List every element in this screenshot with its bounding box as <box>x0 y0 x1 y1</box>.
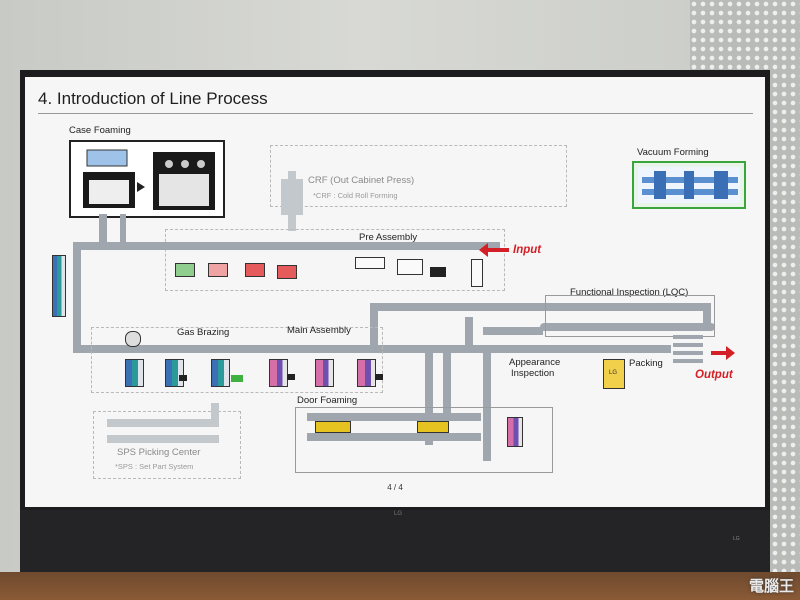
packing-label: Packing <box>629 358 663 369</box>
pre-assembly-area <box>165 229 505 291</box>
packing-box-brand: LG <box>609 370 618 376</box>
crf-press <box>281 179 303 215</box>
output-arrow-icon <box>711 346 735 360</box>
brazing-station-1 <box>125 359 144 387</box>
assembly-part-a <box>287 374 295 380</box>
tv-brand-logo: LG <box>394 511 403 517</box>
output-lane-1 <box>673 335 703 339</box>
sps-label: SPS Picking Center <box>117 447 201 458</box>
appearance-label-1: Appearance <box>509 357 561 368</box>
sps-area <box>93 411 241 479</box>
robot-icon <box>125 331 141 347</box>
sps-belt-2 <box>107 435 219 443</box>
lqc-return-belt <box>703 303 711 331</box>
case-drop-belt <box>99 214 107 244</box>
assembly-part-b <box>375 374 383 380</box>
appearance-side-belt <box>443 353 451 413</box>
output-lane-3 <box>673 351 703 355</box>
door-foaming-area <box>295 407 553 473</box>
assembly-station-2 <box>315 359 334 387</box>
sps-belt-1 <box>107 419 219 427</box>
case-foaming-box <box>69 140 225 218</box>
brazing-part-a <box>179 375 187 381</box>
case-foaming-label: Case Foaming <box>69 125 131 136</box>
wood-floor <box>0 572 800 600</box>
crf-label: CRF (Out Cabinet Press) <box>308 175 415 186</box>
top-connector-belt <box>73 242 168 250</box>
brazing-part-b <box>231 375 243 382</box>
door-foaming-top-belt <box>307 413 481 421</box>
slide-screen: 4. Introduction of Line Process Case Foa… <box>25 77 765 507</box>
sps-feed-belt <box>211 403 219 427</box>
part-2 <box>208 263 228 277</box>
watermark-logo: 電腦王 <box>748 578 794 595</box>
output-label: Output <box>695 369 733 381</box>
packing-belt <box>491 345 671 353</box>
vacuum-forming-box <box>632 161 746 209</box>
door-foaming-label: Door Foaming <box>297 395 358 406</box>
brazing-assembly-area <box>91 327 383 393</box>
lqc-lower-belt <box>540 323 715 331</box>
part-5 <box>355 257 385 269</box>
gas-brazing-label: Gas Brazing <box>177 327 230 338</box>
part-8 <box>471 259 483 287</box>
part-3 <box>245 263 265 277</box>
output-lane-4 <box>673 359 703 363</box>
part-4 <box>277 265 297 279</box>
main-assembly-label: Main Assembly <box>287 325 351 336</box>
left-vertical-belt <box>73 242 81 352</box>
assembly-station-1 <box>269 359 288 387</box>
brazing-station-2 <box>165 359 184 387</box>
main-assembly-belt <box>73 345 493 353</box>
crf-note: *CRF : Cold Roll Forming <box>313 191 398 200</box>
packing-box-icon: LG <box>603 359 625 389</box>
vacuum-forming-label: Vacuum Forming <box>637 147 709 158</box>
door-loop-belt <box>483 345 491 455</box>
lqc-up-belt <box>370 303 378 345</box>
soundbar <box>20 510 770 572</box>
door-panel-1 <box>315 421 351 433</box>
appearance-label-2: Inspection <box>511 368 555 379</box>
lqc-area <box>545 295 715 337</box>
page-number: 4 / 4 <box>387 483 403 492</box>
door-foaming-mid-belt <box>307 433 481 441</box>
crf-area <box>270 145 567 207</box>
part-6 <box>397 259 423 275</box>
case-foaming-illustration <box>83 149 215 210</box>
input-arrow-icon <box>479 243 509 257</box>
soundbar-brand-logo: LG <box>733 536 740 542</box>
assembly-station-3 <box>357 359 376 387</box>
sps-note: *SPS : Set Part System <box>115 462 194 471</box>
title-divider <box>38 113 753 114</box>
door-foaming-machine <box>507 417 523 447</box>
vacuum-forming-layout <box>638 167 740 203</box>
door-panel-2 <box>417 421 449 433</box>
lqc-feed-belt <box>483 327 543 335</box>
pre-assembly-belt <box>165 242 500 250</box>
input-label: Input <box>513 244 542 256</box>
lqc-top-belt <box>370 303 710 311</box>
case-drop-belt-2 <box>120 214 126 246</box>
output-lane-2 <box>673 343 703 347</box>
lqc-link-belt <box>465 317 473 347</box>
brazing-station-3 <box>211 359 230 387</box>
door-foaming-vertical-belt <box>483 417 491 461</box>
functional-inspection-label: Functional Inspection (LQC) <box>570 287 689 298</box>
pre-assembly-label: Pre Assembly <box>359 232 418 243</box>
part-7 <box>430 267 446 277</box>
slide-title: 4. Introduction of Line Process <box>38 89 268 108</box>
left-station-machine <box>52 255 66 317</box>
appearance-down-belt <box>425 345 433 445</box>
part-1 <box>175 263 195 277</box>
